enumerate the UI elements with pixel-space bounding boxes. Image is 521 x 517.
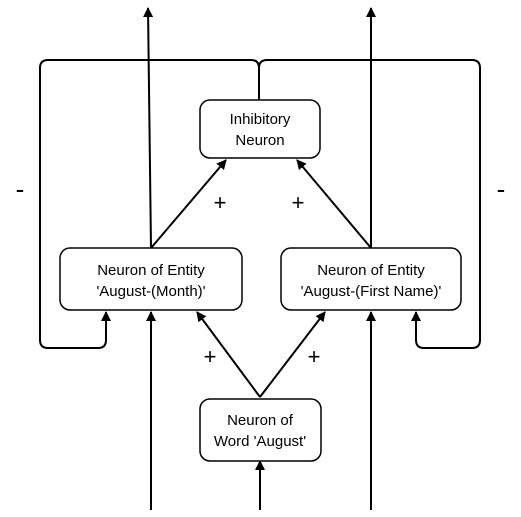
month-entity-neuron-node: Neuron of Entity 'August-(Month)' — [59, 247, 243, 311]
word-neuron-node: Neuron of Word 'August' — [199, 398, 322, 462]
month-entity-label-line1: Neuron of Entity — [97, 262, 205, 279]
month-entity-label-line2: 'August-(Month)' — [96, 283, 205, 300]
month-output-arrow — [143, 7, 154, 249]
plus-sign-word-to-month: + — [204, 344, 217, 369]
month-to-inhibitory-arrow — [150, 159, 227, 249]
inhibition-loop-left — [39, 59, 260, 349]
first-name-entity-label-line1: Neuron of Entity — [317, 262, 425, 279]
word-neuron-label-line2: Word 'August' — [214, 433, 306, 450]
word-neuron-label-line1: Neuron of — [227, 412, 294, 429]
first-name-to-inhibitory-arrow — [296, 159, 372, 249]
inhibitory-neuron-label-line2: Neuron — [235, 132, 284, 149]
word-to-month-arrow — [196, 311, 261, 398]
first-name-entity-label-line2: 'August-(First Name)' — [301, 283, 442, 300]
inhibitory-neuron-node: Inhibitory Neuron — [199, 99, 321, 159]
inhibitory-neuron-label-line1: Inhibitory — [230, 111, 291, 128]
plus-sign-month-to-inhibitory: + — [214, 190, 227, 215]
word-to-first-name-arrow — [259, 311, 326, 398]
plus-sign-first-name-to-inhibitory: + — [292, 190, 305, 215]
first-name-entity-neuron-node: Neuron of Entity 'August-(First Name)' — [280, 247, 462, 311]
minus-sign-left-inhibition: - — [16, 174, 25, 204]
plus-sign-word-to-first-name: + — [308, 344, 321, 369]
minus-sign-right-inhibition: - — [497, 174, 506, 204]
inhibition-loop-right — [258, 59, 481, 349]
